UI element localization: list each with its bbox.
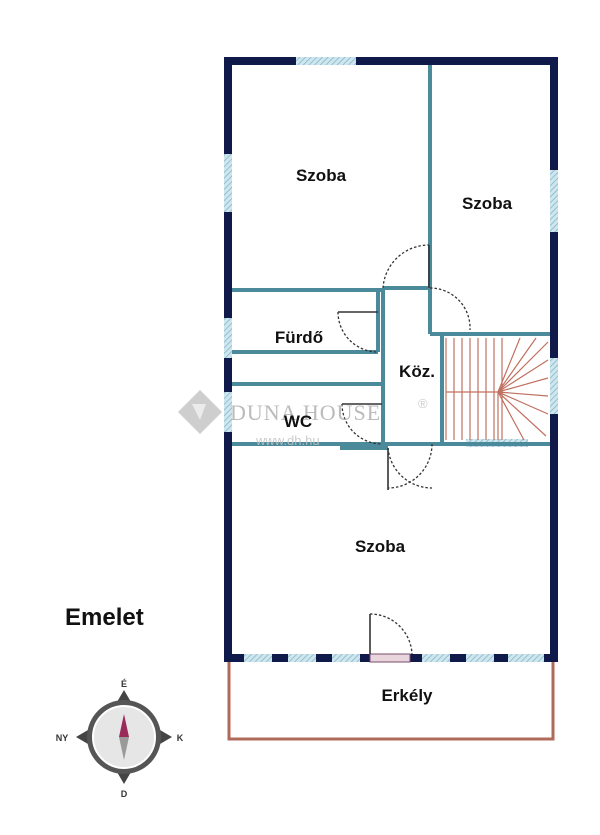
compass-east-label: K	[177, 733, 184, 743]
watermark: DUNA HOUSE ® www.dh.hu	[178, 390, 428, 448]
room-label-corridor: Köz.	[399, 362, 435, 381]
compass-north-label: É	[121, 679, 127, 689]
outer-walls	[224, 57, 558, 662]
compass-west-label: NY	[56, 733, 69, 743]
watermark-url: www.dh.hu	[255, 433, 320, 448]
room-label-bedroom-bottom: Szoba	[355, 537, 406, 556]
watermark-reg-mark: ®	[418, 396, 428, 411]
compass-needle-south	[119, 737, 129, 760]
floor-title: Emelet	[65, 604, 144, 631]
compass-needle-north	[119, 714, 129, 737]
door-swings	[337, 244, 471, 655]
compass-south-label: D	[121, 789, 128, 799]
staircase	[445, 337, 549, 441]
room-label-balcony: Erkély	[381, 686, 433, 705]
interior-walls	[232, 65, 550, 450]
room-label-bedroom-top-left: Szoba	[296, 166, 347, 185]
room-label-bathroom: Fürdő	[275, 328, 323, 347]
room-label-bedroom-top-right: Szoba	[462, 194, 513, 213]
room-label-toilet: WC	[284, 412, 312, 431]
compass-icon: É D NY K	[56, 679, 184, 799]
watermark-brand: DUNA HOUSE	[230, 400, 381, 425]
windows	[224, 57, 558, 663]
